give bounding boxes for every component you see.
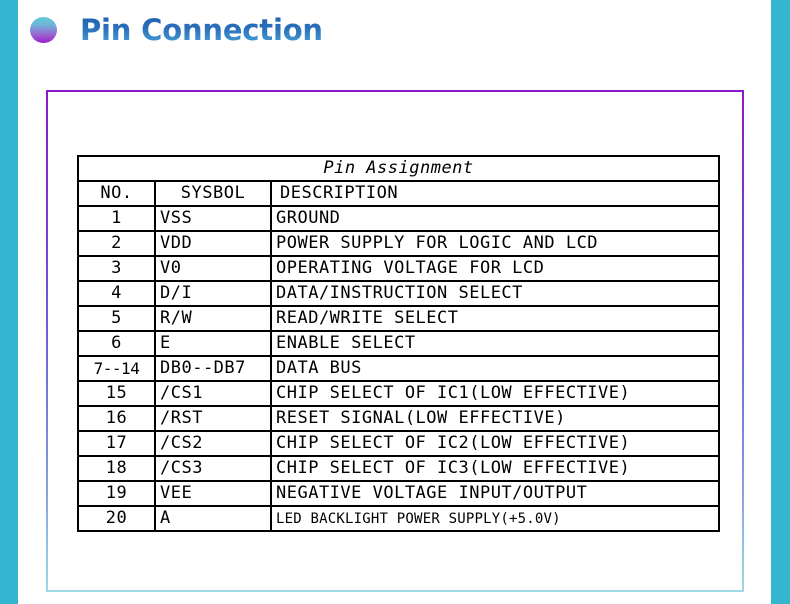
cell-symbol: VDD	[154, 230, 272, 257]
cell-symbol: DB0--DB7	[154, 355, 272, 382]
column-header-no: NO.	[77, 180, 156, 207]
cell-no: 17	[77, 430, 156, 457]
cell-description: DATA BUS	[269, 355, 721, 382]
cell-description: CHIP SELECT OF IC2(LOW EFFECTIVE)	[269, 430, 721, 457]
cell-symbol: VSS	[154, 205, 272, 232]
cell-symbol: V0	[154, 255, 272, 282]
table-caption-row: Pin Assignment	[76, 155, 721, 182]
table-row: 5 R/W READ/WRITE SELECT	[77, 305, 721, 332]
cell-symbol: /CS2	[154, 430, 272, 457]
cell-description: CHIP SELECT OF IC1(LOW EFFECTIVE)	[269, 380, 721, 407]
content-frame: Pin Assignment NO. SYSBOL DESCRIPTION 1 …	[46, 90, 744, 592]
cell-no: 19	[77, 480, 156, 507]
cell-symbol: E	[154, 330, 272, 357]
page-title: Pin Connection	[80, 13, 323, 47]
table-row: 18 /CS3 CHIP SELECT OF IC3(LOW EFFECTIVE…	[77, 455, 721, 482]
cell-symbol: D/I	[154, 280, 272, 307]
cell-symbol: /CS1	[154, 380, 272, 407]
cell-no: 16	[77, 405, 156, 432]
cell-description: RESET SIGNAL(LOW EFFECTIVE)	[269, 405, 721, 432]
cell-symbol: A	[154, 505, 272, 532]
cell-no: 18	[77, 455, 156, 482]
left-accent-bar	[0, 0, 18, 604]
table-row: 4 D/I DATA/INSTRUCTION SELECT	[77, 280, 721, 307]
cell-description: READ/WRITE SELECT	[269, 305, 721, 332]
slide-header: Pin Connection	[30, 9, 323, 51]
cell-description: GROUND	[269, 205, 721, 232]
right-accent-bar	[771, 0, 790, 604]
column-header-description: DESCRIPTION	[269, 180, 721, 207]
table-row: 17 /CS2 CHIP SELECT OF IC2(LOW EFFECTIVE…	[77, 430, 721, 457]
pin-assignment-table-body: Pin Assignment NO. SYSBOL DESCRIPTION 1 …	[76, 155, 721, 532]
table-row: 3 V0 OPERATING VOLTAGE FOR LCD	[77, 255, 721, 282]
table-caption: Pin Assignment	[76, 155, 721, 182]
cell-no: 5	[77, 305, 156, 332]
cell-no: 1	[77, 205, 156, 232]
table-row: 2 VDD POWER SUPPLY FOR LOGIC AND LCD	[77, 230, 721, 257]
circle-bullet-icon	[30, 17, 57, 43]
cell-symbol: /RST	[154, 405, 272, 432]
table-row: 16 /RST RESET SIGNAL(LOW EFFECTIVE)	[77, 405, 721, 432]
cell-no: 4	[77, 280, 156, 307]
cell-description: DATA/INSTRUCTION SELECT	[269, 280, 721, 307]
cell-symbol: VEE	[154, 480, 272, 507]
cell-no: 7--14	[77, 355, 156, 382]
cell-description: POWER SUPPLY FOR LOGIC AND LCD	[269, 230, 721, 257]
table-row: 6 E ENABLE SELECT	[77, 330, 721, 357]
table-row: 20 A LED BACKLIGHT POWER SUPPLY(+5.0V)	[77, 505, 721, 532]
cell-no: 20	[77, 505, 156, 532]
cell-no: 2	[77, 230, 156, 257]
table-row: 1 VSS GROUND	[77, 205, 721, 232]
pin-assignment-table: Pin Assignment NO. SYSBOL DESCRIPTION 1 …	[76, 155, 721, 532]
cell-description: NEGATIVE VOLTAGE INPUT/OUTPUT	[269, 480, 721, 507]
column-header-symbol: SYSBOL	[154, 180, 272, 207]
cell-no: 3	[77, 255, 156, 282]
cell-no: 6	[77, 330, 156, 357]
table-row: 15 /CS1 CHIP SELECT OF IC1(LOW EFFECTIVE…	[77, 380, 721, 407]
table-header-row: NO. SYSBOL DESCRIPTION	[77, 180, 721, 207]
content-frame-inner: Pin Assignment NO. SYSBOL DESCRIPTION 1 …	[48, 92, 742, 590]
cell-no: 15	[77, 380, 156, 407]
cell-symbol: /CS3	[154, 455, 272, 482]
cell-description: ENABLE SELECT	[269, 330, 721, 357]
cell-symbol: R/W	[154, 305, 272, 332]
table-row: 7--14 DB0--DB7 DATA BUS	[77, 355, 721, 382]
cell-description: CHIP SELECT OF IC3(LOW EFFECTIVE)	[269, 455, 721, 482]
cell-description: LED BACKLIGHT POWER SUPPLY(+5.0V)	[269, 505, 721, 532]
table-row: 19 VEE NEGATIVE VOLTAGE INPUT/OUTPUT	[77, 480, 721, 507]
cell-description: OPERATING VOLTAGE FOR LCD	[269, 255, 721, 282]
pin-assignment-table-wrap: Pin Assignment NO. SYSBOL DESCRIPTION 1 …	[76, 155, 721, 532]
